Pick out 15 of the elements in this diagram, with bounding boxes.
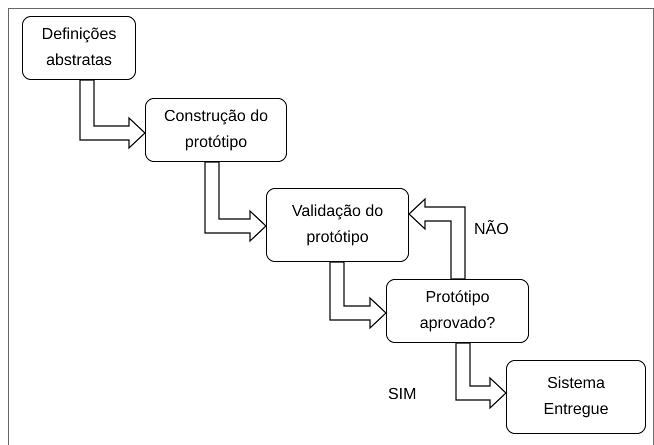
- block-arrow: [79, 79, 146, 150]
- block-arrow: [455, 342, 507, 410]
- block-arrow: [408, 198, 466, 280]
- process-box: [145, 98, 287, 162]
- process-box: [22, 16, 136, 80]
- box-label: Definições abstratas: [40, 25, 118, 71]
- block-arrow: [329, 261, 387, 330]
- box-label: Protótipo aprovado?: [418, 288, 496, 334]
- process-box: [266, 188, 409, 262]
- box-label: Construção do protótipo: [162, 107, 270, 153]
- box-label: Validação do protótipo: [290, 202, 384, 248]
- process-box: [386, 279, 529, 343]
- process-box: [506, 360, 646, 434]
- block-arrow: [204, 161, 267, 242]
- box-label: Sistema Entregue: [542, 374, 610, 420]
